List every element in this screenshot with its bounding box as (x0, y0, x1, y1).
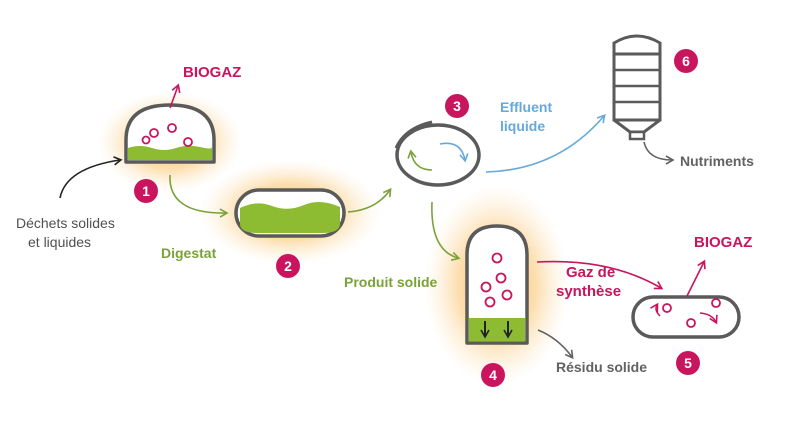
silo (612, 34, 662, 141)
digestat-tank (234, 188, 346, 238)
step-badge-2: 2 (276, 254, 300, 278)
step-badge-1: 1 (134, 179, 158, 203)
step-badge-4: 4 (481, 363, 505, 387)
arrow-1-to-2 (169, 174, 229, 218)
svg-text:4: 4 (489, 367, 497, 383)
digester-dome (124, 103, 216, 164)
step-badge-6: 6 (674, 49, 698, 73)
label-produit-solide: Produit solide (344, 274, 438, 290)
arrow-biogaz-2 (686, 259, 706, 297)
arrow-3-to-4 (431, 201, 461, 261)
arrow-4-to-5 (536, 260, 664, 290)
centrifuge (394, 120, 481, 187)
svg-text:5: 5 (684, 355, 692, 371)
label-nutriments: Nutriments (680, 153, 754, 169)
arrow-residu (537, 329, 574, 360)
label-biogaz-1: BIOGAZ (183, 64, 241, 81)
step-badge-3: 3 (445, 94, 469, 118)
label-digestat: Digestat (161, 245, 217, 261)
arrow-3-to-6 (485, 114, 606, 173)
svg-text:3: 3 (453, 98, 461, 114)
arrow-input (59, 156, 123, 199)
solid-product-tank (465, 224, 529, 345)
label-residu-solide: Résidu solide (556, 359, 647, 375)
arrow-6-to-nutriments (643, 141, 675, 165)
label-effluent-2: liquide (500, 118, 545, 134)
svg-text:1: 1 (142, 183, 150, 199)
label-gaz-2: synthèse (556, 283, 621, 300)
arrow-2-to-3 (347, 187, 392, 213)
arrow-biogaz-1 (169, 83, 181, 109)
syngas-tank (631, 295, 741, 339)
svg-text:6: 6 (682, 53, 690, 69)
label-dechets-1: Déchets solides (16, 215, 115, 231)
label-dechets-2: et liquides (28, 234, 91, 250)
label-effluent-1: Effluent (500, 99, 552, 115)
step-badge-5: 5 (676, 351, 700, 375)
label-biogaz-2: BIOGAZ (694, 234, 752, 251)
svg-text:2: 2 (284, 258, 292, 274)
label-gaz-1: Gaz de (566, 264, 615, 281)
